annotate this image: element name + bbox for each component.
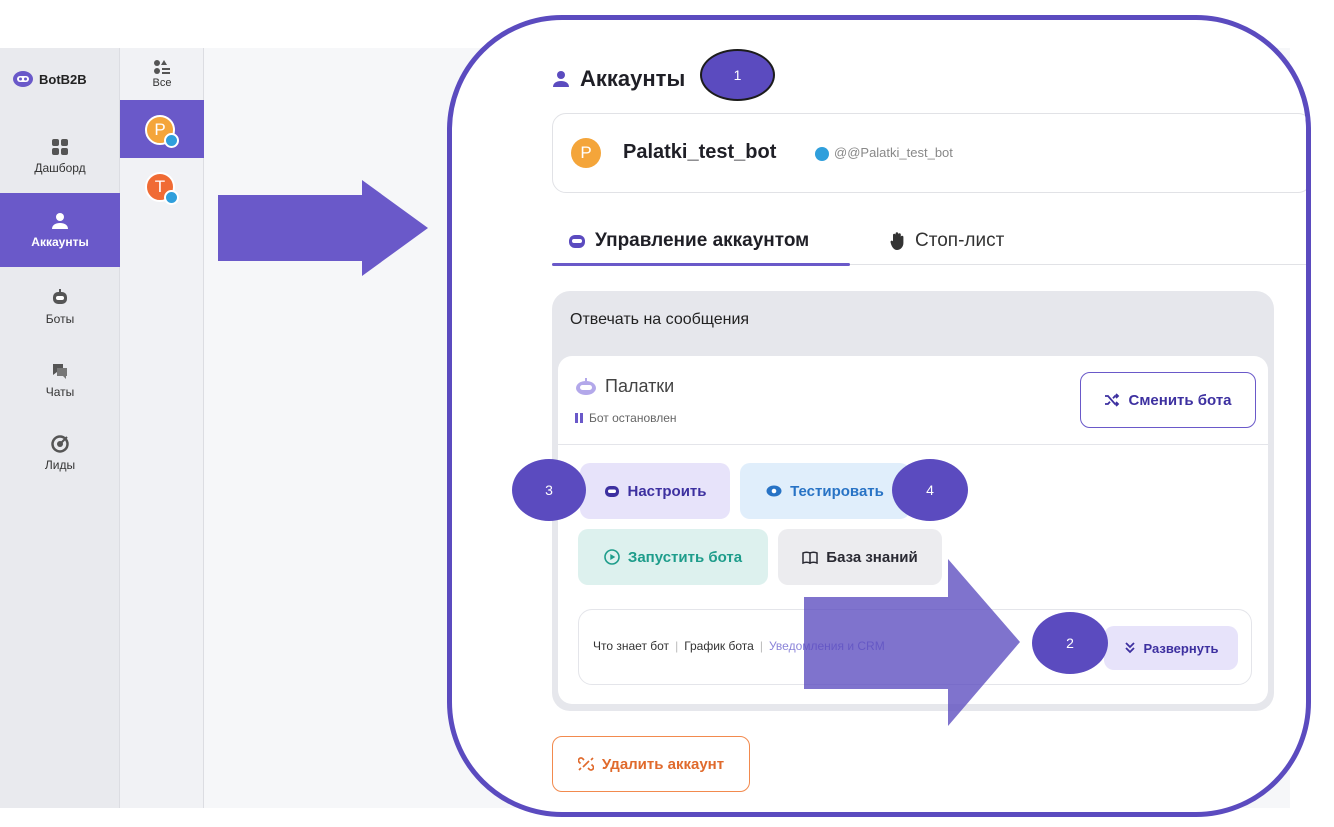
nav-label: Боты — [45, 312, 75, 326]
nav-item-accounts[interactable]: Аккаунты — [0, 193, 120, 267]
book-icon — [802, 551, 819, 564]
eye-icon — [766, 485, 782, 497]
bot-icon — [604, 486, 619, 497]
switch-bot-label: Сменить бота — [1128, 391, 1232, 409]
profile-initial: P — [580, 143, 592, 162]
user-icon — [52, 212, 68, 229]
section-title: Отвечать на сообщения — [570, 311, 750, 328]
link-bot-schedule[interactable]: График бота — [684, 639, 754, 653]
knowledge-base-label: База знаний — [826, 548, 918, 566]
run-bot-label: Запустить бота — [627, 548, 743, 566]
delete-account-button[interactable]: Удалить аккаунт — [552, 736, 750, 792]
link-bot-knowledge[interactable]: Что знает бот — [593, 639, 670, 653]
zoom-frame: Аккаунты P Palatki_test_bot @@Palatki_te… — [447, 15, 1311, 817]
nav-item-chats[interactable]: Чаты — [0, 353, 120, 408]
shuffle-icon — [1105, 393, 1120, 407]
account-profile-card: P Palatki_test_bot @@Palatki_test_bot — [552, 113, 1306, 193]
pause-icon — [575, 413, 583, 423]
page-title: Аккаунты — [552, 66, 685, 92]
expand-button[interactable]: Развернуть — [1104, 626, 1238, 670]
bot-name-text: Палатки — [605, 376, 675, 396]
marker-number: 4 — [926, 482, 934, 498]
nav-label: Аккаунты — [31, 234, 89, 249]
run-bot-button[interactable]: Запустить бота — [578, 529, 768, 585]
annotation-marker-1: 1 — [700, 49, 775, 101]
bot-status: Бот остановлен — [575, 411, 677, 425]
tab-label: Стоп-лист — [915, 230, 1005, 251]
double-chevron-down-icon — [1124, 642, 1135, 654]
separator: | — [675, 639, 679, 653]
profile-avatar: P — [571, 138, 601, 168]
tab-account-management[interactable]: Управление аккаунтом — [568, 230, 809, 252]
account-avatar-1[interactable]: P — [145, 115, 179, 148]
nav-item-bots[interactable]: Боты — [0, 280, 120, 335]
chat-icon — [53, 364, 67, 379]
bot-status-text: Бот остановлен — [589, 411, 677, 425]
nav-item-leads[interactable]: Лиды — [0, 426, 120, 481]
bot-icon — [569, 235, 585, 248]
dashboard-icon — [52, 138, 68, 155]
test-bot-button[interactable]: Тестировать — [740, 463, 910, 519]
test-bot-label: Тестировать — [790, 482, 884, 500]
play-icon — [604, 549, 620, 565]
telegram-icon — [815, 147, 829, 161]
annotation-marker-4: 4 — [892, 459, 968, 521]
grid-filter-icon — [154, 60, 170, 74]
marker-number: 3 — [545, 482, 553, 498]
bot-icon — [53, 289, 67, 304]
user-icon — [553, 71, 569, 87]
telegram-icon — [164, 133, 179, 148]
nav-label: Чаты — [45, 385, 75, 399]
app-name: BotB2B — [39, 71, 87, 87]
setup-bot-label: Настроить — [627, 482, 707, 500]
divider — [558, 444, 1268, 445]
accounts-filter-all[interactable]: Все — [120, 48, 204, 100]
main-sidebar: BotB2B Дашборд Аккаунты Боты Чаты Лиды — [0, 48, 120, 808]
setup-bot-button[interactable]: Настроить — [580, 463, 730, 519]
delete-account-label: Удалить аккаунт — [601, 755, 725, 773]
bot-details-links: Что знает бот | График бота | Уведомлени… — [593, 639, 885, 653]
account-avatar-2[interactable]: T — [145, 172, 179, 205]
active-tab-underline — [552, 263, 850, 266]
unlink-icon — [577, 757, 594, 771]
accounts-column: Все P T — [120, 48, 204, 808]
account-initial: T — [154, 177, 166, 196]
tab-label: Управление аккаунтом — [595, 230, 810, 251]
annotation-arrow-right — [218, 180, 428, 276]
annotation-marker-2: 2 — [1032, 612, 1108, 674]
nav-label: Дашборд — [34, 160, 86, 175]
account-tabs: Управление аккаунтом Стоп-лист — [552, 220, 1306, 266]
nav-label: Лиды — [44, 458, 76, 472]
reply-settings-card: Отвечать на сообщения Палатки Бот остано… — [552, 291, 1274, 711]
app-logo[interactable]: BotB2B — [12, 70, 87, 88]
knowledge-base-button[interactable]: База знаний — [778, 529, 942, 585]
bot-details-strip: Что знает бот | График бота | Уведомлени… — [578, 609, 1252, 685]
bot-name: Палатки — [575, 376, 674, 397]
annotation-marker-3: 3 — [512, 459, 586, 521]
account-initial: P — [154, 120, 166, 139]
profile-handle: @@Palatki_test_bot — [834, 145, 953, 160]
marker-number: 2 — [1066, 635, 1074, 651]
separator: | — [759, 639, 763, 653]
profile-name: Palatki_test_bot — [623, 141, 777, 163]
telegram-icon — [164, 190, 179, 205]
bot-icon — [576, 377, 596, 395]
switch-bot-button[interactable]: Сменить бота — [1080, 372, 1256, 428]
accounts-all-label: Все — [152, 77, 172, 89]
bot-card: Палатки Бот остановлен Сменить бота Наст… — [558, 356, 1268, 704]
target-icon — [51, 435, 69, 453]
expand-label: Развернуть — [1143, 640, 1219, 656]
page-title-text: Аккаунты — [580, 66, 686, 91]
nav-item-dashboard[interactable]: Дашборд — [0, 126, 120, 186]
bot-logo-icon — [13, 71, 33, 87]
marker-number: 1 — [733, 67, 742, 83]
tab-stop-list[interactable]: Стоп-лист — [890, 230, 1004, 252]
hand-icon — [890, 232, 904, 250]
link-notifications-crm[interactable]: Уведомления и CRM — [768, 639, 885, 653]
